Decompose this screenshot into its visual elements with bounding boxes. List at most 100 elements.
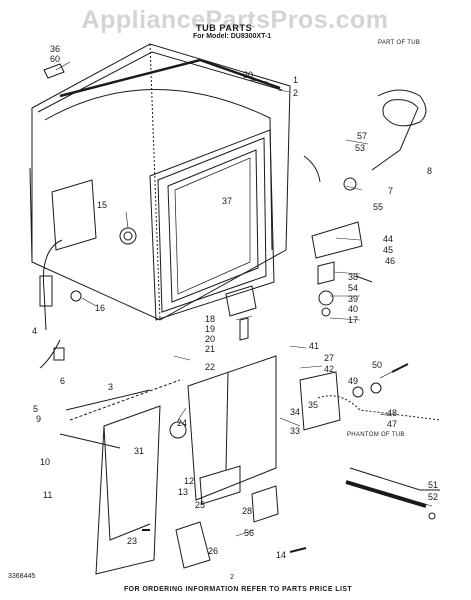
callout-22: 22: [205, 362, 216, 372]
rod-3: [65, 389, 151, 411]
center-frame-rib: [225, 371, 229, 471]
callout-34: 34: [290, 407, 301, 417]
grommet-16: [70, 290, 82, 302]
phantom-tub-outline: [317, 395, 441, 421]
callout-12: 12: [184, 476, 195, 486]
callout-26: 26: [208, 546, 219, 556]
valve-38: [317, 261, 335, 285]
vent-fitting: [119, 227, 137, 245]
door-gasket-middle: [157, 137, 267, 313]
note-phantom-of-tub: PHANTOM OF TUB: [347, 432, 405, 438]
callout-54: 54: [348, 283, 359, 293]
callout-55: 55: [373, 202, 384, 212]
grommet-7: [343, 177, 357, 191]
bracket-13: [199, 465, 241, 505]
wheel-24: [169, 421, 187, 439]
callout-11: 11: [43, 490, 53, 500]
rail-52: [345, 480, 427, 508]
callout-23: 23: [127, 536, 138, 546]
callout-51: 51: [428, 480, 439, 490]
callout-20: 20: [205, 334, 216, 344]
callout-38: 38: [348, 272, 359, 282]
tub-opening: [174, 157, 251, 295]
callout-35: 35: [308, 400, 319, 410]
callout-2: 2: [293, 88, 299, 98]
callout-16: 16: [95, 303, 106, 313]
tub-top-edge: [37, 51, 283, 113]
callout-17: 17: [348, 315, 359, 325]
callout-42: 42: [324, 364, 335, 374]
callout-6: 6: [60, 376, 66, 386]
callout-25: 25: [195, 500, 206, 510]
tub-left-edge: [29, 167, 33, 263]
callout-46: 46: [385, 256, 396, 266]
bracket-28: [251, 485, 279, 523]
callout-1: 1: [293, 75, 299, 85]
hose-55: [303, 155, 321, 183]
callout-18: 18: [205, 314, 216, 324]
rail-51: [349, 467, 440, 491]
callout-36: 36: [50, 44, 61, 54]
callout-15: 15: [97, 200, 108, 210]
screw-14: [289, 547, 307, 553]
tub-inner-rim: [44, 89, 273, 251]
nut-39: [318, 290, 334, 306]
ordering-instruction: FOR ORDERING INFORMATION REFER TO PARTS …: [124, 586, 353, 593]
bracket-44: [311, 221, 363, 259]
door-gasket-outer: [149, 129, 275, 321]
callout-53: 53: [355, 143, 366, 153]
part-36: [43, 63, 65, 79]
callout-56: 56: [244, 528, 255, 538]
screw-46: [355, 275, 373, 283]
gasket-strip-top: [59, 58, 281, 98]
callout-57: 57: [357, 131, 368, 141]
left-frame-brace: [103, 425, 151, 541]
callout-4: 4: [32, 326, 38, 336]
document-number: 3368445: [8, 573, 36, 580]
clip-6: [53, 347, 65, 361]
callout-37: 37: [222, 196, 233, 206]
callout-47: 47: [387, 419, 398, 429]
bracket-20: [239, 317, 249, 341]
callout-52: 52: [428, 492, 439, 502]
diagram-title: TUB PARTS: [196, 23, 253, 33]
hose-6: [39, 339, 61, 369]
drain-hose-coil: [371, 89, 427, 171]
callout-30: 30: [243, 70, 254, 80]
block-18: [225, 285, 257, 317]
washer-40: [321, 307, 331, 317]
fitting-48: [370, 382, 382, 394]
callout-13: 13: [178, 487, 189, 497]
model-label: For Model: DU8300XT-1: [193, 33, 272, 40]
callout-9: 9: [36, 414, 42, 424]
switch-26: [175, 521, 211, 569]
page-number: 2: [230, 574, 234, 581]
callout-45: 45: [383, 245, 394, 255]
vent-plate: [51, 179, 97, 251]
callout-48: 48: [387, 408, 398, 418]
callout-19: 19: [205, 324, 216, 334]
callout-44: 44: [383, 234, 394, 244]
callout-50: 50: [372, 360, 383, 370]
float-switch: [39, 275, 53, 307]
callout-10: 10: [40, 457, 51, 467]
fitting-49: [352, 386, 364, 398]
callout-31: 31: [134, 446, 145, 456]
callout-24: 24: [177, 418, 188, 428]
fill-hose: [42, 239, 63, 331]
callout-27: 27: [324, 353, 335, 363]
callout-21: 21: [205, 344, 216, 354]
screw-50: [391, 363, 409, 373]
left-support-frame: [95, 405, 161, 575]
callout-5: 5: [33, 404, 39, 414]
callout-3: 3: [108, 382, 114, 392]
callout-33: 33: [290, 426, 301, 436]
panel-27: [299, 371, 341, 431]
callout-39: 39: [348, 294, 359, 304]
callout-40: 40: [348, 304, 359, 314]
callout-49: 49: [348, 376, 359, 386]
note-part-of-tub: PART OF TUB: [378, 40, 421, 46]
center-support-frame: [187, 355, 277, 501]
